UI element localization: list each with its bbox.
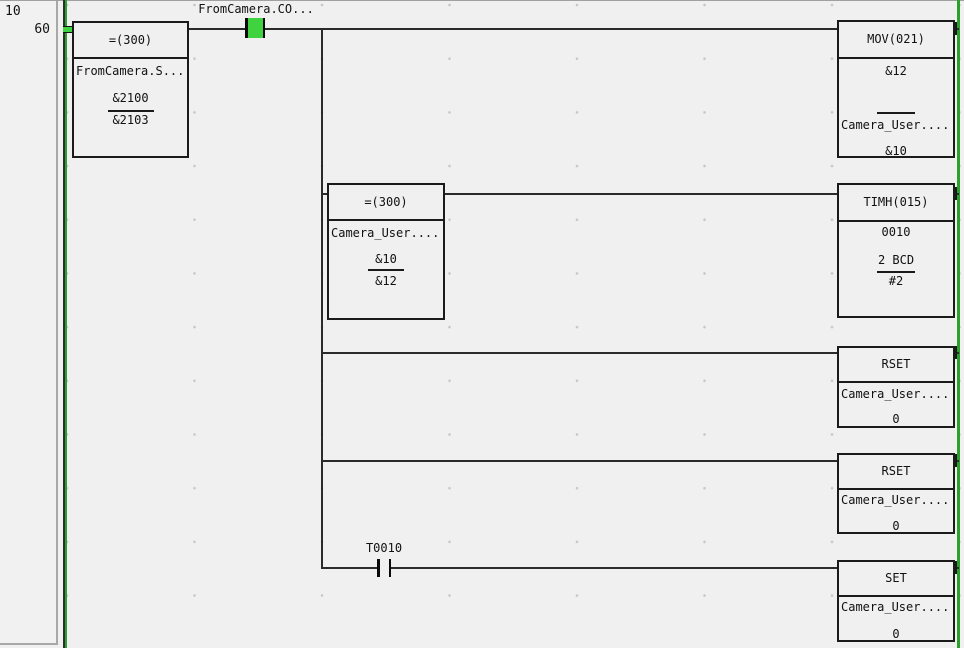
contact-fromcamera[interactable]: [245, 18, 265, 38]
instruction-block-rset-1[interactable]: RSET Camera_User.... 0: [837, 346, 955, 428]
rail-tick-2: [955, 187, 957, 200]
wire-row5-left: [322, 567, 379, 569]
compare-block-branch-symbol: Camera_User....: [331, 226, 440, 240]
left-power-rail: [64, 0, 67, 648]
rail-tick-4: [955, 454, 957, 467]
timh-operand-3: #2: [888, 274, 904, 288]
rset2-symbol: Camera_User....: [841, 493, 950, 507]
rset1-symbol: Camera_User....: [841, 387, 950, 401]
wire-rail-connector-4: [955, 460, 959, 462]
wire-row4: [322, 460, 837, 462]
contact-t0010-bar-left: [377, 559, 380, 577]
timh-separator: [877, 271, 915, 273]
grid-dots: [58, 0, 964, 648]
mov-operand-1: &12: [885, 64, 907, 78]
wire-row2-stub: [322, 193, 328, 195]
wire-row2: [445, 193, 837, 195]
rung-number: 10: [5, 4, 21, 19]
wire-row3: [322, 352, 837, 354]
compare-block-input[interactable]: =(300) FromCamera.S... &2100 &2103: [72, 21, 189, 158]
wire-branch-vertical: [321, 28, 323, 569]
timh-operand-2: 2 BCD: [877, 253, 915, 267]
instruction-block-rset-2[interactable]: RSET Camera_User.... 0: [837, 453, 955, 534]
compare-block-input-value-bottom: &2103: [112, 113, 149, 127]
compare-block-input-separator: [107, 110, 154, 112]
rail-tick-1: [955, 22, 957, 35]
contact-fromcamera-bar-left: [245, 18, 248, 38]
instruction-block-timh[interactable]: TIMH(015) 0010 2 BCD #2: [837, 183, 955, 318]
set-symbol: Camera_User....: [841, 600, 950, 614]
rail-tick-5: [955, 561, 957, 574]
compare-block-branch-title: =(300): [329, 185, 443, 221]
wire-rail-connector-5: [955, 567, 959, 569]
rset1-value: 0: [892, 412, 900, 426]
timh-operand-1: 0010: [881, 225, 911, 239]
rung-margin[interactable]: 10 60: [0, 1, 58, 645]
rset2-title: RSET: [839, 455, 953, 490]
wire-rail-connector-1: [955, 28, 959, 30]
instruction-block-mov[interactable]: MOV(021) &12 Camera_User.... &10: [837, 20, 955, 158]
mov-operand-2-value: &10: [885, 144, 907, 158]
contact-fromcamera-bar-right: [262, 18, 265, 38]
wire-row1: [189, 28, 837, 30]
compare-block-branch-separator: [368, 269, 404, 271]
mov-overline: [877, 112, 915, 114]
contact-t0010[interactable]: [388, 559, 391, 577]
left-power-rail-outline: [63, 0, 65, 648]
wire-rail-connector-2: [955, 193, 959, 195]
set-value: 0: [892, 627, 900, 641]
compare-block-input-value-top: &2100: [112, 91, 149, 105]
power-flow-stub: [63, 26, 73, 33]
compare-block-branch[interactable]: =(300) Camera_User.... &10 &12: [327, 183, 445, 320]
right-power-rail: [957, 0, 960, 648]
contact-fromcamera-label: FromCamera.CO...: [198, 2, 314, 16]
compare-block-branch-value-top: &10: [375, 252, 397, 266]
wire-rail-connector-3: [955, 352, 959, 354]
compare-block-branch-value-bottom: &12: [375, 274, 397, 288]
mov-title: MOV(021): [839, 22, 953, 59]
mov-operand-2-symbol: Camera_User....: [841, 118, 950, 132]
rset1-title: RSET: [839, 348, 953, 383]
instruction-block-set[interactable]: SET Camera_User.... 0: [837, 560, 955, 642]
set-title: SET: [839, 562, 953, 597]
rset2-value: 0: [892, 519, 900, 533]
rail-tick-3: [955, 346, 957, 359]
step-number: 60: [34, 22, 50, 37]
compare-block-input-title: =(300): [74, 23, 187, 59]
compare-block-input-symbol: FromCamera.S...: [76, 64, 185, 78]
timh-title: TIMH(015): [839, 185, 953, 222]
wire-row5-right: [389, 567, 837, 569]
contact-t0010-label: T0010: [365, 541, 403, 555]
